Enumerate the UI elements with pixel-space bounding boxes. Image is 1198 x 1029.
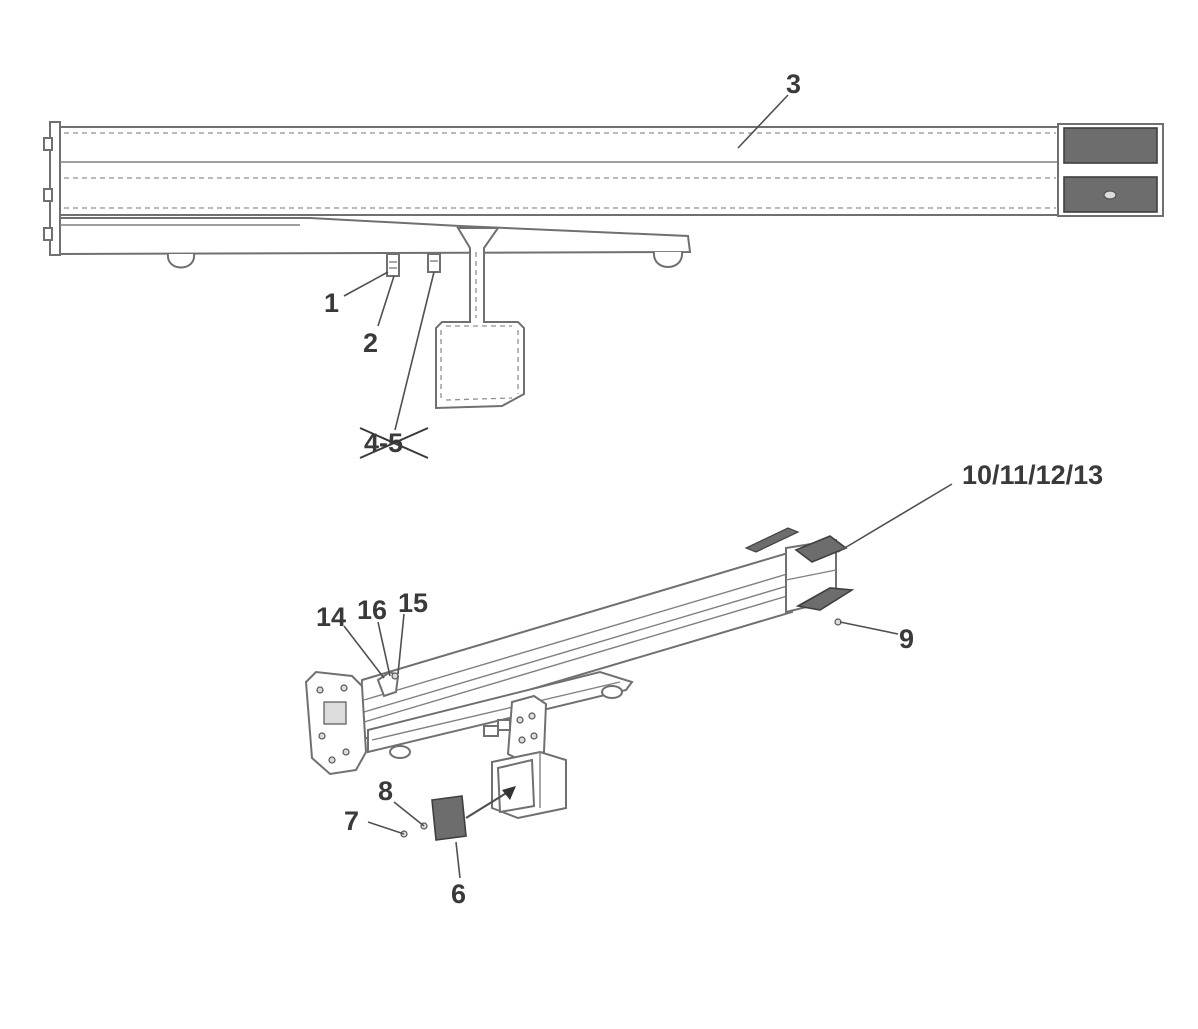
callout-10-11-12-13: 10/11/12/13 <box>962 460 1103 490</box>
callout-14: 14 <box>316 602 346 632</box>
callout-9: 9 <box>899 624 914 654</box>
callout-3: 3 <box>786 69 801 99</box>
callout-6: 6 <box>451 879 466 909</box>
end-cap-bottom-right <box>795 587 855 611</box>
callout-8: 8 <box>378 776 393 806</box>
side-view-drawing <box>43 121 1164 410</box>
end-cap-upper <box>1063 127 1158 164</box>
callout-16: 16 <box>357 595 387 625</box>
callout-2: 2 <box>363 328 378 358</box>
end-cap-lower <box>1063 176 1158 213</box>
callout-15: 15 <box>398 588 428 618</box>
end-caps-isometric <box>744 527 855 611</box>
crossed-out-mark <box>359 427 429 459</box>
part-6-plate <box>431 795 467 841</box>
callout-1: 1 <box>324 288 339 318</box>
callout-7: 7 <box>344 806 359 836</box>
